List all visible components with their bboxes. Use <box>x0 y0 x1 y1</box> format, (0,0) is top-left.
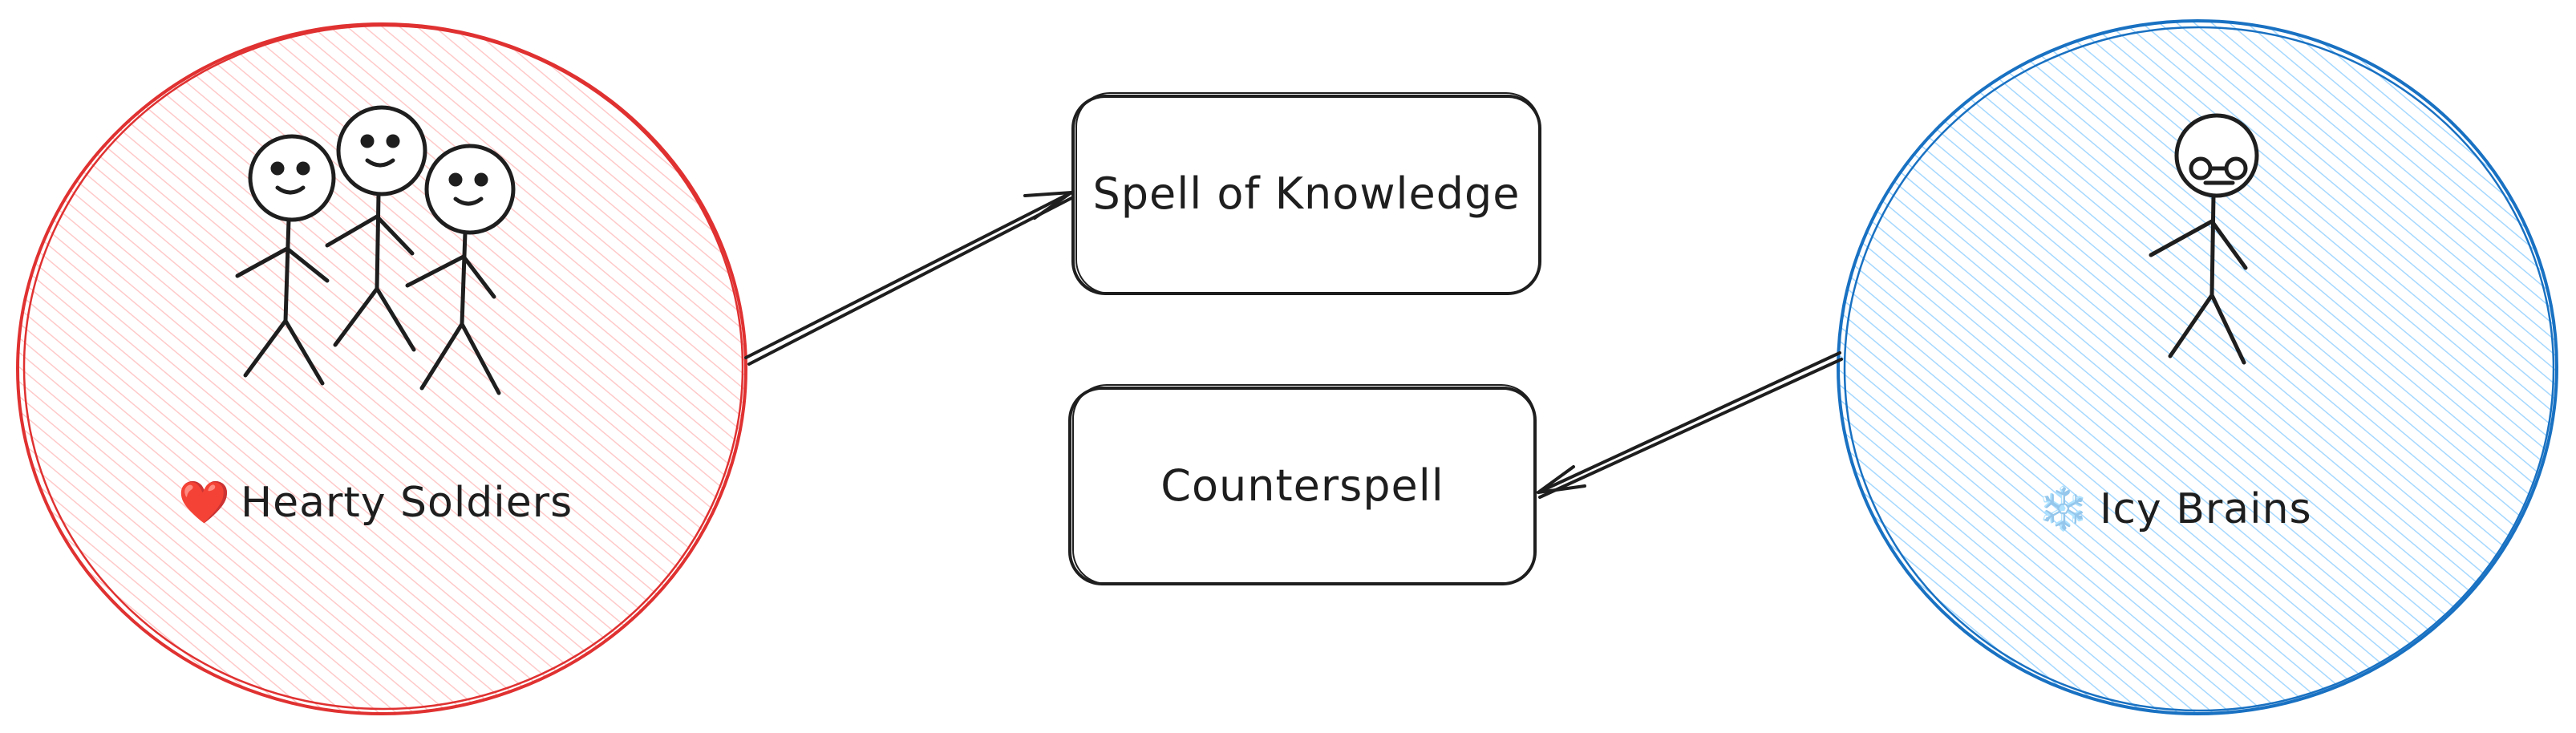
box-spell-of-knowledge[interactable]: Spell of Knowledge <box>1071 92 1541 295</box>
group-icy-brains[interactable]: ❄️ Icy Brains <box>1837 19 2558 715</box>
icy-brains-label: Icy Brains <box>2100 485 2312 533</box>
heart-icon: ❤️ <box>178 479 230 527</box>
hearty-soldiers-circle-sketch <box>22 24 744 711</box>
stick-figure-icon <box>405 144 516 395</box>
stick-figure-icon <box>235 134 336 386</box>
hearty-soldiers-circle <box>16 22 747 715</box>
counterspell-label: Counterspell <box>1160 460 1444 511</box>
snowflake-icon: ❄️ <box>2037 484 2089 533</box>
arrow-soldiers-to-knowledge <box>744 191 1075 366</box>
group-hearty-soldiers[interactable]: ❤️ Hearty Soldiers <box>16 22 747 715</box>
counterspell-box-sketch <box>1072 384 1536 585</box>
icy-brains-circle-sketch <box>1843 26 2555 712</box>
spell-of-knowledge-box-sketch <box>1075 92 1541 294</box>
stick-figure-icon <box>325 105 427 352</box>
arrow-icy-to-counterspell <box>1537 351 1843 499</box>
box-counterspell[interactable]: Counterspell <box>1068 384 1537 585</box>
spell-of-knowledge-label: Spell of Knowledge <box>1092 168 1520 219</box>
nerd-figure-icon <box>2149 113 2259 365</box>
hearty-soldiers-label: Hearty Soldiers <box>241 479 573 527</box>
icy-brains-circle <box>1837 19 2558 715</box>
